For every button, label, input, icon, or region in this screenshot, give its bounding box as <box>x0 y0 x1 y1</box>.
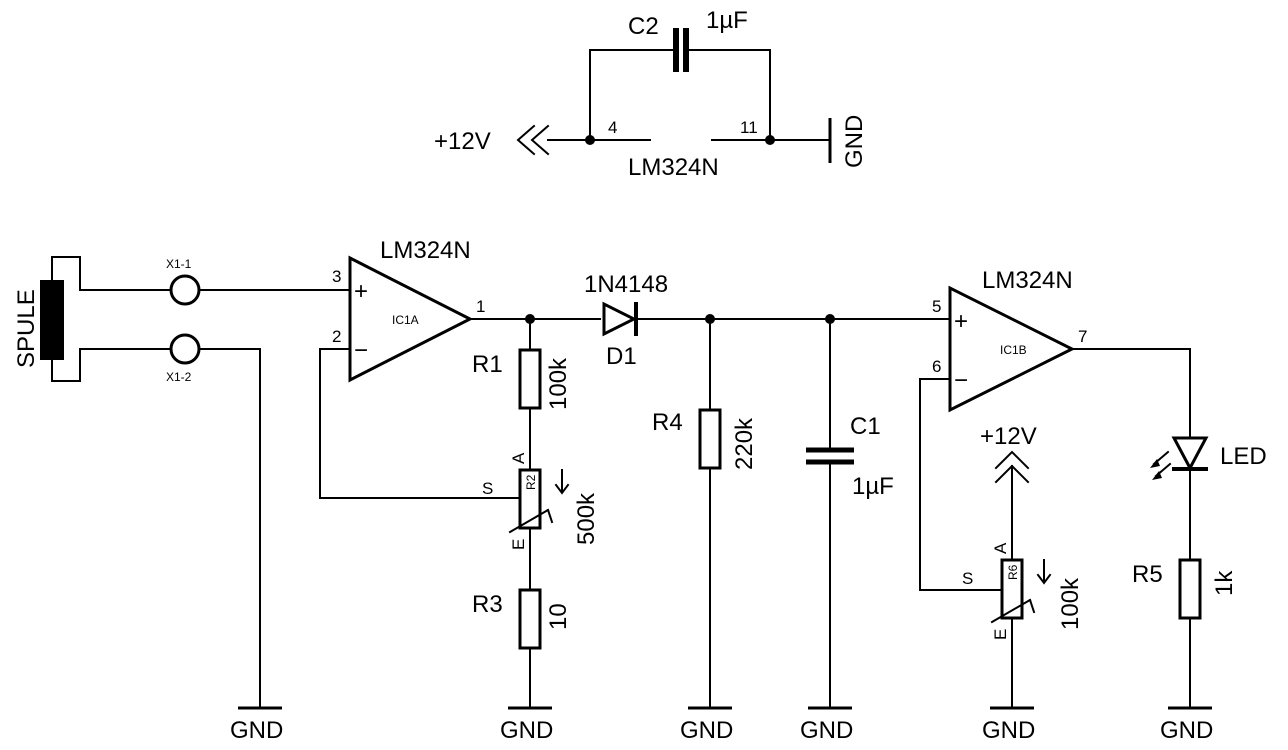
gnd-label: GND <box>800 717 853 744</box>
terminal-x1-1 <box>169 274 201 306</box>
supply-arrow-left-icon <box>516 124 550 156</box>
r1-ref: R1 <box>472 351 503 378</box>
supply-label: +12V <box>980 423 1037 450</box>
power-section: C2 1µF +12V 4 GND 11 LM324N <box>434 7 868 181</box>
r4-value: 220k <box>731 417 758 470</box>
gnd-label: GND <box>230 717 283 744</box>
resistor-r4 <box>698 408 722 470</box>
opamp-ic1b: LM324N IC1B + − 5 6 7 <box>932 267 1087 413</box>
r5-ref: R5 <box>1132 561 1163 588</box>
ground-symbols: GND GND GND GND GND GND <box>230 706 1213 744</box>
ic1b-plus: + <box>954 308 968 335</box>
coil-spule-block <box>40 280 64 360</box>
r2-pin-e: E <box>509 539 528 550</box>
ic1b-minus: − <box>954 367 968 394</box>
ic1b-name: IC1B <box>1000 343 1027 357</box>
r4-ref: R4 <box>652 409 683 436</box>
ic1a-pin-2: 2 <box>332 327 341 346</box>
c1-value: 1µF <box>852 473 894 500</box>
ic1a-name: IC1A <box>392 313 419 327</box>
diode-d1 <box>602 301 638 337</box>
c2-value: 1µF <box>706 7 748 34</box>
pin-11-label: 11 <box>740 118 758 137</box>
ic1a-title: LM324N <box>380 237 471 264</box>
gnd-label: GND <box>680 717 733 744</box>
r6-pin-s: S <box>962 569 973 588</box>
ic1a-plus: + <box>354 278 368 305</box>
terminal-x1-2 <box>169 333 201 365</box>
r5-value: 1k <box>1211 570 1238 596</box>
r3-value: 10 <box>545 603 572 630</box>
c2-ref: C2 <box>628 13 659 40</box>
ic1b-pin-5: 5 <box>932 297 941 316</box>
r6-pin-a: A <box>991 542 1010 554</box>
gnd-label: GND <box>1160 717 1213 744</box>
opamp-ic1a: LM324N IC1A + − 3 2 1 <box>332 237 485 383</box>
d1-ref: D1 <box>606 343 637 370</box>
gnd-label: GND <box>500 717 553 744</box>
power-ic-label: LM324N <box>628 154 719 181</box>
r6-value: 100k <box>1057 577 1084 630</box>
ic1a-pin-1: 1 <box>476 297 485 316</box>
power-gnd-label: GND <box>841 115 868 168</box>
capacitor-c2-symbol <box>673 28 689 72</box>
coil-label: SPULE <box>13 289 40 368</box>
resistor-r1 <box>518 348 542 410</box>
coil-connector: SPULE X1-1 X1-2 <box>13 256 351 709</box>
junction-dot <box>765 135 775 145</box>
r2-ref: R2 <box>524 474 538 490</box>
c1-ref: C1 <box>850 413 881 440</box>
potentiometer-r6: R6 100k A S E <box>962 542 1084 640</box>
ic1a-pin-3: 3 <box>332 267 341 286</box>
power-vcc-label: +12V <box>434 128 491 155</box>
resistor-r5 <box>1178 558 1202 620</box>
led-label: LED <box>1220 443 1267 470</box>
resistor-r3 <box>518 588 542 650</box>
r2-pin-a: A <box>509 452 528 464</box>
r3-ref: R3 <box>472 591 503 618</box>
r6-pin-e: E <box>991 629 1010 640</box>
r6-ref: R6 <box>1006 564 1020 580</box>
gnd-label: GND <box>982 717 1035 744</box>
potentiometer-r2: R2 500k A S E <box>482 452 600 550</box>
x1-2-label: X1-2 <box>166 370 192 384</box>
capacitor-c1-symbol <box>806 447 854 465</box>
x1-1-label: X1-1 <box>166 257 192 271</box>
junction-dot <box>585 135 595 145</box>
ic1a-minus: − <box>354 337 368 364</box>
r2-pin-s: S <box>482 479 493 498</box>
ic1b-pin-7: 7 <box>1078 327 1087 346</box>
ic1b-title: LM324N <box>982 267 1073 294</box>
r2-value: 500k <box>573 492 600 545</box>
led-symbol <box>1171 436 1209 472</box>
d1-part: 1N4148 <box>584 271 668 298</box>
pin-4-label: 4 <box>608 118 617 137</box>
r1-value: 100k <box>545 357 572 410</box>
led-light-icon <box>1150 450 1172 480</box>
ic1b-pin-6: 6 <box>932 357 941 376</box>
